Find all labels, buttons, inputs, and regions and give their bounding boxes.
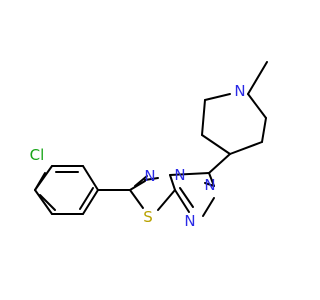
bond: [144, 177, 159, 181]
bond: [247, 61, 268, 95]
bond: [82, 165, 99, 191]
bond: [208, 153, 231, 174]
atom-label-group: Cl S N N N N N: [30, 82, 246, 230]
bond: [169, 174, 176, 191]
chlorine-label: Cl: [30, 146, 45, 164]
bond: [39, 194, 56, 211]
triazole-nitrogen-upper-label: N: [204, 176, 215, 194]
fused-nitrogen-lower-label: N: [174, 166, 185, 184]
bond: [229, 141, 263, 155]
bond: [204, 93, 231, 101]
fused-nitrogen-upper-label: N: [144, 167, 155, 185]
bond: [134, 175, 148, 187]
bond: [129, 189, 144, 209]
molecule-structure-canvas: Cl S N N N N N: [30, 61, 268, 230]
bond: [201, 134, 231, 155]
sulfur-label: S: [143, 208, 153, 226]
bond: [247, 93, 267, 119]
bond: [34, 165, 53, 191]
bond: [79, 187, 94, 210]
triazole-nitrogen-lower-label: N: [184, 212, 195, 230]
bond-group: [34, 61, 268, 217]
bond: [201, 99, 206, 136]
piperidine-nitrogen-label: N: [234, 82, 245, 100]
bond: [204, 182, 215, 187]
bond: [129, 180, 146, 191]
bond: [261, 117, 267, 143]
bond: [202, 197, 215, 217]
bond: [169, 172, 210, 176]
bond: [157, 189, 176, 211]
bond: [82, 189, 99, 215]
bond: [208, 172, 215, 187]
bond: [34, 189, 53, 215]
bond: [179, 187, 194, 208]
bond: [174, 189, 190, 213]
